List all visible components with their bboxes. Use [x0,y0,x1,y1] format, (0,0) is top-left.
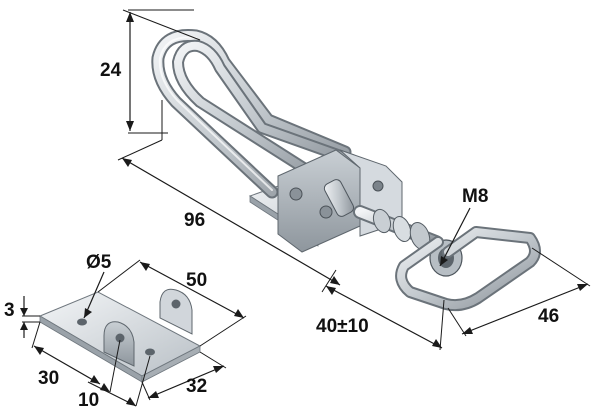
label-24: 24 [100,60,122,81]
dim-adjust-40: 40±10 [316,269,445,351]
dim-length-96: 96 [117,139,341,286]
dim-hole-5: Ø5 [83,252,112,319]
strike-plate [38,288,202,383]
label-m8: M8 [462,186,488,207]
strike-tab-front-hole [115,333,125,343]
strike-tab-back [159,288,193,335]
label-dia5: Ø5 [86,252,112,273]
handle-wire-outer-highlight [158,36,273,191]
dim-thread-m8: M8 [439,186,488,267]
strike-tab-back-hole [171,299,181,309]
label-32: 32 [186,376,207,397]
bracket-rivet-left [289,187,303,201]
label-40-10: 40±10 [316,316,369,337]
mounting-hole-1 [77,318,87,326]
mounting-hole-2 [145,348,155,356]
label-96: 96 [184,210,205,231]
latch-assembly [151,28,541,312]
bracket-hole-right [372,180,384,192]
pivot-pin [323,179,355,217]
label-46: 46 [538,306,559,327]
dim-offset-10: 10 [78,339,151,411]
label-3: 3 [4,300,15,321]
hook-wire-shine [397,228,539,310]
label-50: 50 [186,270,207,291]
dim-width-46: 46 [447,247,591,337]
dim-thick-3: 3 [4,296,40,338]
bracket-rivet-left-2 [319,205,333,219]
label-30: 30 [38,368,59,389]
handle-wire-inner-shine [174,41,356,176]
dim-pitch-30: 30 [31,321,101,389]
handle-wire-outer-shine [153,30,350,197]
threaded-rod [353,205,443,251]
label-10: 10 [78,390,99,411]
dim-plate-50: 50 [97,259,247,347]
dim-width-32: 32 [141,351,227,401]
dim-height-24: 24 [100,9,201,140]
